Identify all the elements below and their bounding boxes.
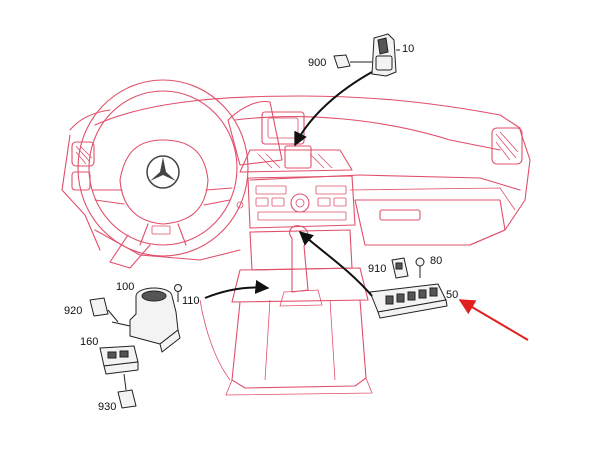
steering-wheel — [77, 79, 249, 269]
part-10-switch — [371, 33, 400, 77]
part-160-switch — [99, 345, 139, 375]
callout-930: 930 — [98, 401, 116, 413]
part-110-screw — [174, 284, 182, 302]
part-930-connector — [117, 373, 137, 409]
arrow-50-to-console — [298, 231, 373, 297]
arrow-110-to-dashboard — [204, 279, 270, 299]
arrow-10-to-dashboard — [294, 71, 373, 147]
callout-920: 920 — [64, 305, 82, 317]
callout-110: 110 — [182, 295, 200, 307]
callout-900: 900 — [308, 57, 326, 69]
pointer-arrow-50 — [458, 299, 529, 341]
callout-160: 160 — [80, 336, 98, 348]
part-920-connector — [89, 297, 119, 323]
callout-910: 910 — [368, 263, 386, 275]
part-50-switch-panel — [369, 283, 448, 319]
part-910-connector — [391, 257, 409, 279]
mercedes-star-logo — [146, 155, 180, 189]
callout-100: 100 — [116, 281, 134, 293]
callout-80: 80 — [430, 255, 442, 267]
part-900-connector — [333, 54, 372, 69]
callout-10: 10 — [402, 43, 414, 55]
part-100-light-switch — [111, 287, 181, 353]
callout-50: 50 — [446, 289, 458, 301]
part-80-screw — [415, 257, 425, 278]
